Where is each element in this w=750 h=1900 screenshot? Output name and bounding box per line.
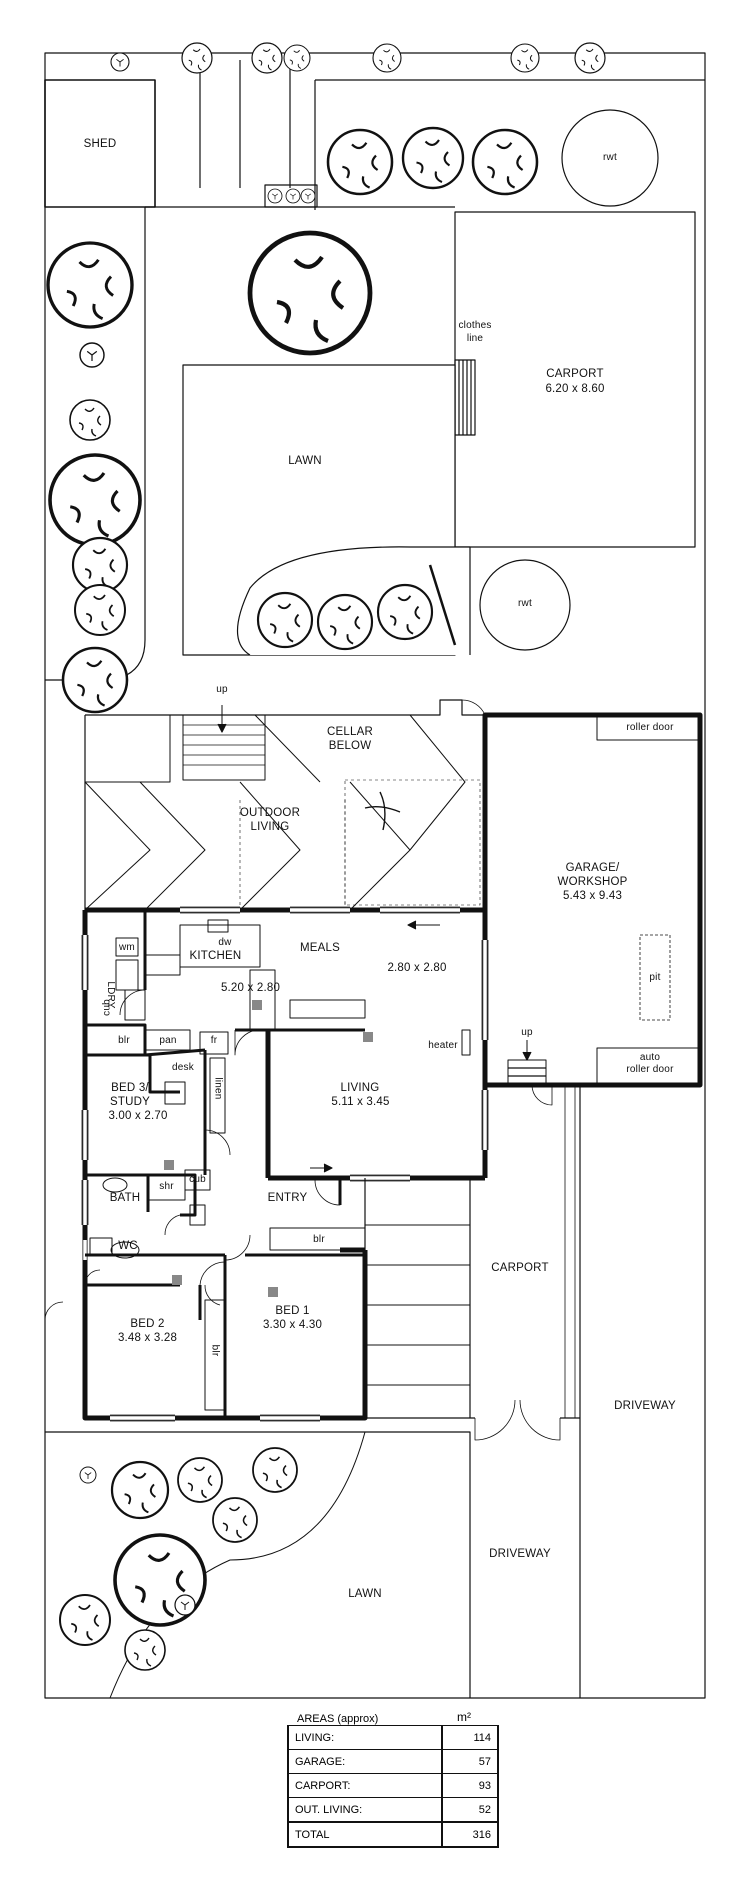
dw-label: dw	[218, 937, 232, 948]
garage-dim: 5.43 x 9.43	[562, 890, 623, 902]
entry-label: ENTRY	[267, 1192, 308, 1204]
area-value: 52	[441, 1797, 498, 1822]
pan-label: pan	[159, 1035, 177, 1046]
blr-study-label: blr	[118, 1035, 130, 1046]
bed3-label-2: STUDY	[110, 1096, 150, 1108]
auto-roller-door-label-1: auto	[639, 1052, 661, 1063]
cub-bath-label: cub	[189, 1174, 206, 1185]
area-total-name: TOTAL	[288, 1821, 442, 1847]
area-name: CARPORT:	[288, 1773, 442, 1798]
garage-label-1: GARAGE/	[565, 862, 620, 874]
garage-label-2: WORKSHOP	[557, 876, 628, 888]
rear-carport-label: CARPORT	[546, 368, 604, 380]
area-row: OUT. LIVING:52	[288, 1797, 498, 1822]
rwt-mid-label: rwt	[518, 598, 532, 609]
bath-label: BATH	[109, 1192, 141, 1204]
roller-door-label: roller door	[626, 722, 674, 733]
outdoor-living-label-1: OUTDOOR	[239, 807, 301, 819]
wm-label: wm	[119, 942, 135, 953]
area-row: LIVING:114	[288, 1725, 498, 1750]
tree-top-row	[111, 43, 605, 73]
driveway-right-label: DRIVEWAY	[614, 1400, 676, 1412]
kitchen-label: KITCHEN	[189, 950, 242, 962]
rwt-mid	[479, 559, 571, 651]
bed2-label: BED 2	[130, 1318, 165, 1330]
area-value: 57	[441, 1749, 498, 1774]
shr-label: shr	[159, 1181, 174, 1192]
blr-bed1-label: blr	[313, 1234, 325, 1245]
area-row: GARAGE:57	[288, 1749, 498, 1774]
area-row: CARPORT:93	[288, 1773, 498, 1798]
desk-label: desk	[172, 1062, 194, 1073]
area-name: LIVING:	[288, 1725, 442, 1750]
linen-label: linen	[212, 1077, 224, 1100]
meals-dim: 2.80 x 2.80	[387, 962, 447, 974]
driveway-mid-label: DRIVEWAY	[489, 1548, 551, 1560]
living-label: LIVING	[340, 1082, 380, 1094]
bed3-dim: 3.00 x 2.70	[108, 1110, 168, 1122]
cellar-label-2: BELOW	[328, 740, 372, 752]
wc-label: WC	[118, 1240, 138, 1252]
garage	[482, 712, 703, 1088]
areas-unit: m²	[457, 1710, 471, 1724]
bed3-label-1: BED 3/	[111, 1082, 149, 1094]
shed	[44, 79, 156, 208]
fr-label: fr	[210, 1035, 218, 1046]
up-garage-label: up	[521, 1027, 533, 1038]
heater-label: heater	[428, 1040, 458, 1051]
area-value: 114	[441, 1725, 498, 1750]
bed1-label: BED 1	[275, 1305, 310, 1317]
blr-bed2-label: blr	[209, 1344, 221, 1357]
outdoor-living-label-2: LIVING	[250, 821, 290, 833]
front-carport-label: CARPORT	[491, 1262, 549, 1274]
area-name: GARAGE:	[288, 1749, 442, 1774]
living-dim: 5.11 x 3.45	[331, 1096, 390, 1108]
cub-ldry-label: cub	[101, 999, 113, 1016]
rwt-top	[561, 109, 659, 207]
kitchen-dim: 5.20 x 2.80	[220, 982, 281, 994]
shed-label: SHED	[83, 138, 117, 150]
bed1-dim: 3.30 x 4.30	[262, 1319, 323, 1331]
auto-roller-door-label-2: roller door	[626, 1064, 674, 1075]
cellar-label-1: CELLAR	[327, 726, 373, 738]
up-outdoor-label: up	[216, 684, 228, 695]
rear-lawn-label: LAWN	[288, 455, 322, 467]
front-lawn-label: LAWN	[348, 1588, 382, 1600]
area-name: OUT. LIVING:	[288, 1797, 442, 1822]
pit-label: pit	[649, 972, 661, 983]
rear-carport-dim: 6.20 x 8.60	[545, 383, 605, 395]
clothes-line-label-2: line	[466, 333, 484, 344]
area-value: 93	[441, 1773, 498, 1798]
meals-label: MEALS	[300, 942, 340, 954]
clothes-line-label-1: clothes	[458, 320, 492, 331]
areas-header: AREAS (approx)	[297, 1713, 379, 1725]
bed2-dim: 3.48 x 3.28	[117, 1332, 178, 1344]
area-total-value: 316	[441, 1821, 498, 1847]
rwt-top-label: rwt	[603, 152, 617, 163]
